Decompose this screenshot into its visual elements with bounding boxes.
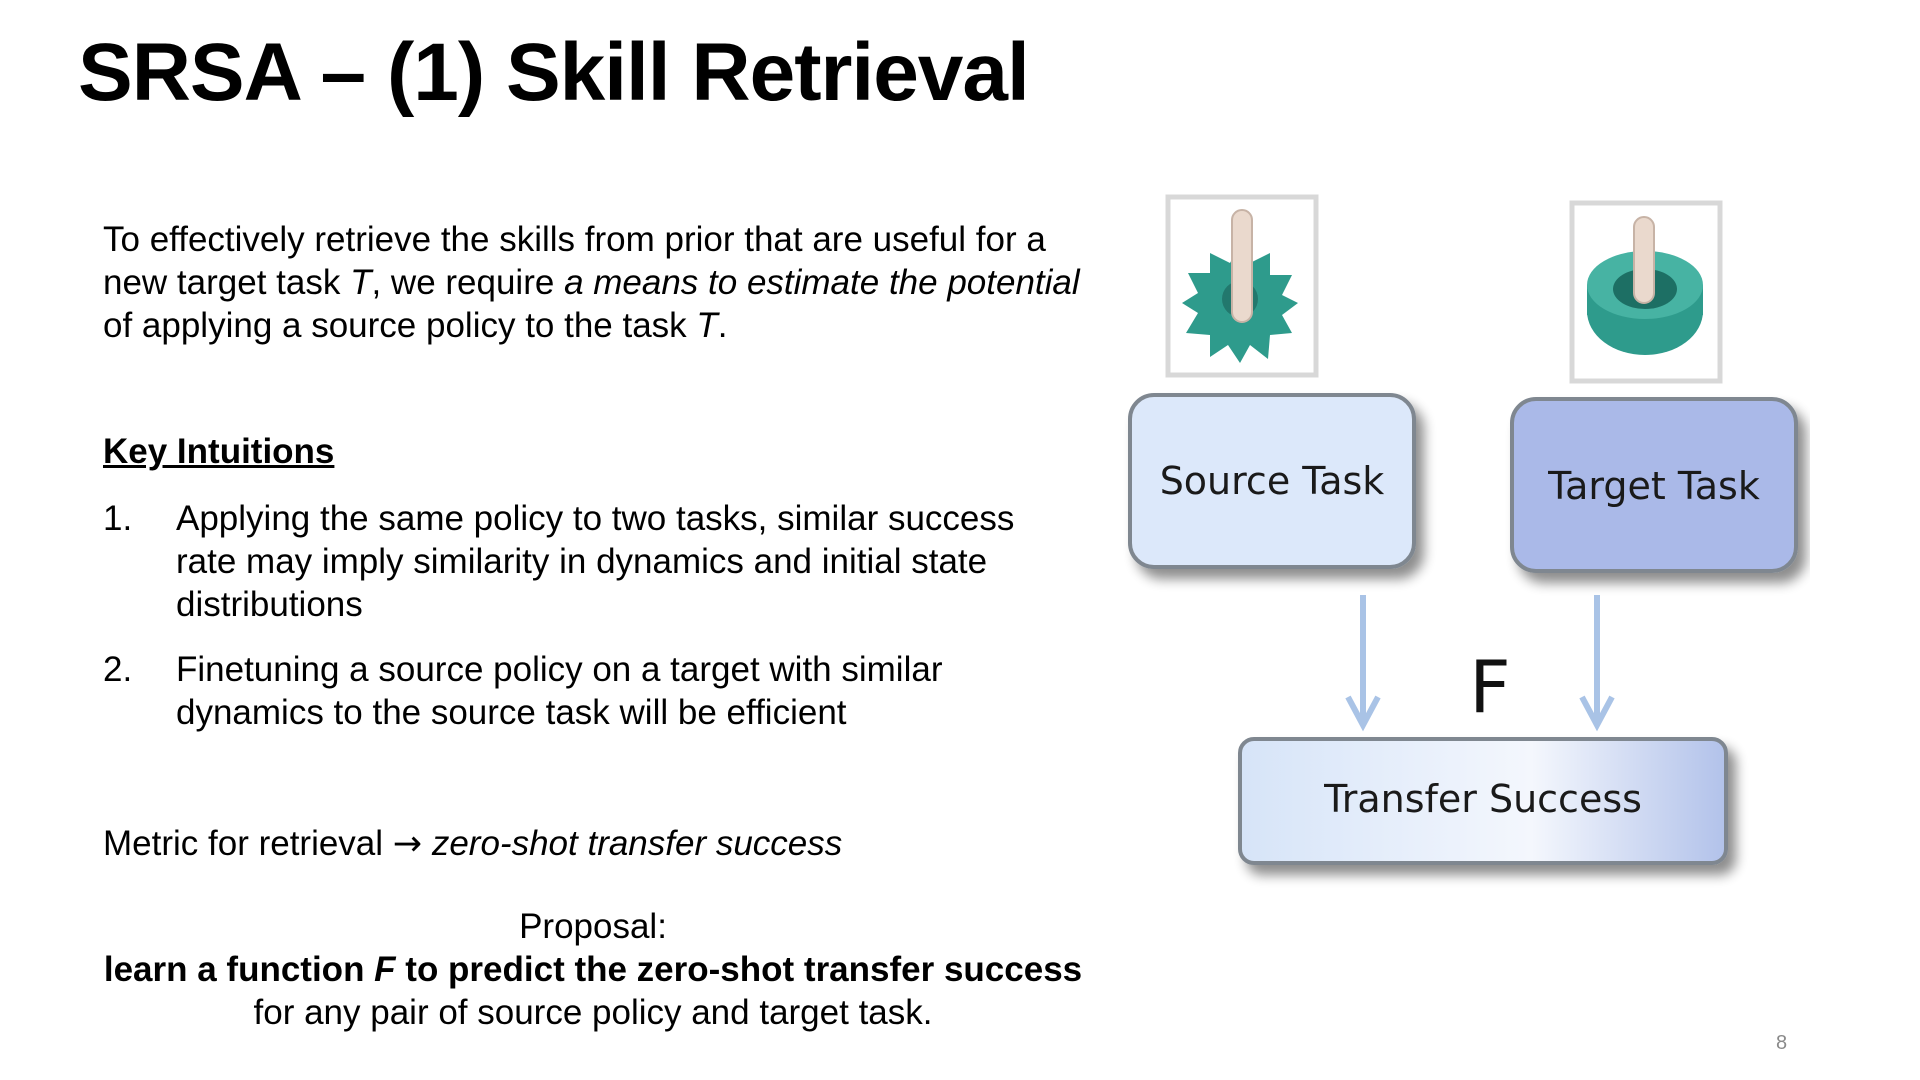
target-task-label: Target Task <box>1547 464 1760 508</box>
intro-text-1: To effectively retrieve the skills from … <box>103 220 1046 302</box>
proposal-heading: Proposal: <box>519 907 667 946</box>
down-arrow-icon <box>1345 595 1381 732</box>
intro-var-t: T <box>350 263 372 302</box>
proposal-text-a: learn a function <box>103 950 375 989</box>
proposal-text-b: to predict the zero-shot transfer succes… <box>395 950 1083 989</box>
list-text: Applying the same policy to two tasks, s… <box>176 499 1015 624</box>
intro-text-4: . <box>717 306 728 345</box>
intro-var-t2: T <box>696 306 718 345</box>
transfer-diagram: Source Task Target Task F Transfer Succe… <box>1128 194 1798 865</box>
list-item: 2. Finetuning a source policy on a targe… <box>103 648 1083 734</box>
list-item: 1. Applying the same policy to two tasks… <box>103 497 1083 626</box>
intro-text-3: of applying a source policy to the task <box>103 306 697 345</box>
key-intuitions-heading: Key Intuitions <box>103 432 335 471</box>
list-number: 1. <box>103 499 133 538</box>
down-arrow-icon <box>1579 595 1615 732</box>
metric-line: Metric for retrieval → zero-shot transfe… <box>103 822 842 866</box>
source-task-box: Source Task <box>1128 393 1416 569</box>
metric-label: Metric for retrieval <box>103 824 393 863</box>
proposal-var-f: F <box>374 950 396 989</box>
source-gear-image <box>1165 194 1319 378</box>
metric-value: zero-shot transfer success <box>431 824 843 863</box>
list-text: Finetuning a source policy on a target w… <box>176 650 943 732</box>
right-arrow-icon: → <box>392 824 423 864</box>
proposal-block: Proposal: learn a function F to predict … <box>103 905 1083 1034</box>
intro-paragraph: To effectively retrieve the skills from … <box>103 218 1103 347</box>
function-f-label: F <box>1469 645 1510 729</box>
proposal-main: learn a function F to predict the zero-s… <box>103 948 1083 991</box>
proposal-detail: for any pair of source policy and target… <box>253 993 933 1032</box>
transfer-success-label: Transfer Success <box>1323 777 1642 821</box>
page-number: 8 <box>1776 1032 1788 1054</box>
target-task-box: Target Task <box>1510 397 1798 573</box>
intro-emphasis: a means to estimate the potential <box>564 263 1080 302</box>
target-ring-image <box>1569 200 1723 384</box>
intuitions-list: 1. Applying the same policy to two tasks… <box>103 497 1083 756</box>
slide-title: SRSA – (1) Skill Retrieval <box>78 27 1030 118</box>
intro-text-2: , we require <box>371 263 565 302</box>
transfer-success-box: Transfer Success <box>1238 737 1728 865</box>
source-task-label: Source Task <box>1160 459 1385 503</box>
list-number: 2. <box>103 650 133 689</box>
